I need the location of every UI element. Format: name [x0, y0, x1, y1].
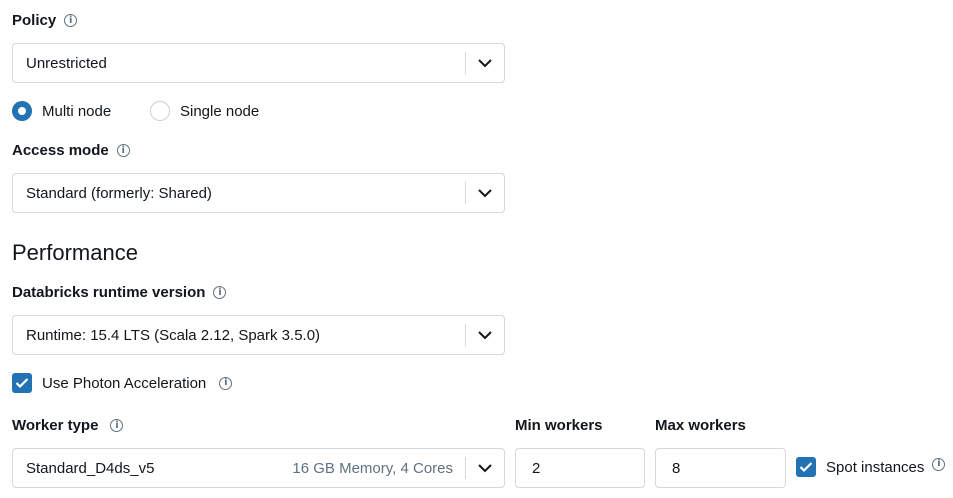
access-mode-select-value: Standard (formerly: Shared)	[26, 184, 212, 202]
policy-label: Policy i	[12, 12, 78, 29]
worker-type-label: Worker type i	[12, 417, 124, 434]
photon-checkbox[interactable]	[12, 373, 32, 393]
max-workers-value: 8	[672, 459, 681, 477]
checkmark-icon	[799, 462, 813, 473]
max-workers-label: Max workers	[655, 417, 746, 434]
info-icon[interactable]: i	[110, 419, 124, 432]
radio-button-selected[interactable]	[12, 101, 32, 121]
spot-instances-label: Spot instances	[826, 458, 925, 476]
select-divider	[465, 457, 466, 479]
radio-single-node-label: Single node	[180, 102, 260, 120]
chevron-down-icon[interactable]	[466, 174, 504, 212]
select-divider	[465, 324, 466, 346]
min-workers-value: 2	[532, 459, 541, 477]
max-workers-input[interactable]: 8	[655, 448, 786, 488]
runtime-select[interactable]: Runtime: 15.4 LTS (Scala 2.12, Spark 3.5…	[12, 315, 505, 355]
radio-multi-node-label: Multi node	[42, 102, 112, 120]
photon-checkbox-row[interactable]: Use Photon Acceleration i	[12, 373, 233, 393]
worker-type-hint: 16 GB Memory, 4 Cores	[292, 459, 453, 477]
runtime-label-text: Databricks runtime version	[12, 284, 206, 301]
min-workers-label: Min workers	[515, 417, 603, 434]
policy-label-text: Policy	[12, 12, 57, 29]
radio-single-node[interactable]: Single node	[150, 101, 259, 121]
info-icon[interactable]: i	[64, 14, 78, 27]
select-divider	[465, 182, 466, 204]
runtime-label: Databricks runtime version i	[12, 284, 227, 301]
photon-checkbox-label: Use Photon Acceleration	[42, 374, 207, 392]
access-mode-label-text: Access mode	[12, 142, 109, 159]
radio-button-unselected[interactable]	[150, 101, 170, 121]
chevron-down-icon[interactable]	[466, 44, 504, 82]
spot-instances-row[interactable]: Spot instances i	[796, 457, 946, 477]
performance-heading: Performance	[12, 240, 138, 265]
runtime-select-value: Runtime: 15.4 LTS (Scala 2.12, Spark 3.5…	[26, 326, 321, 344]
access-mode-label: Access mode i	[12, 142, 130, 159]
min-workers-input[interactable]: 2	[515, 448, 645, 488]
access-mode-select[interactable]: Standard (formerly: Shared)	[12, 173, 505, 213]
spot-instances-checkbox[interactable]	[796, 457, 816, 477]
policy-select[interactable]: Unrestricted	[12, 43, 505, 83]
info-icon[interactable]: i	[213, 286, 227, 299]
worker-type-label-text: Worker type	[12, 417, 99, 434]
worker-type-select-value: Standard_D4ds_v5	[26, 459, 155, 477]
chevron-down-icon[interactable]	[466, 316, 504, 354]
info-icon[interactable]: i	[116, 144, 130, 157]
chevron-down-icon[interactable]	[466, 449, 504, 487]
radio-multi-node[interactable]: Multi node	[12, 101, 111, 121]
policy-select-value: Unrestricted	[26, 54, 107, 72]
checkmark-icon	[15, 378, 29, 389]
worker-type-select[interactable]: Standard_D4ds_v5 16 GB Memory, 4 Cores	[12, 448, 505, 488]
info-icon[interactable]: i	[932, 457, 946, 471]
select-divider	[465, 52, 466, 74]
info-icon[interactable]: i	[219, 376, 233, 390]
